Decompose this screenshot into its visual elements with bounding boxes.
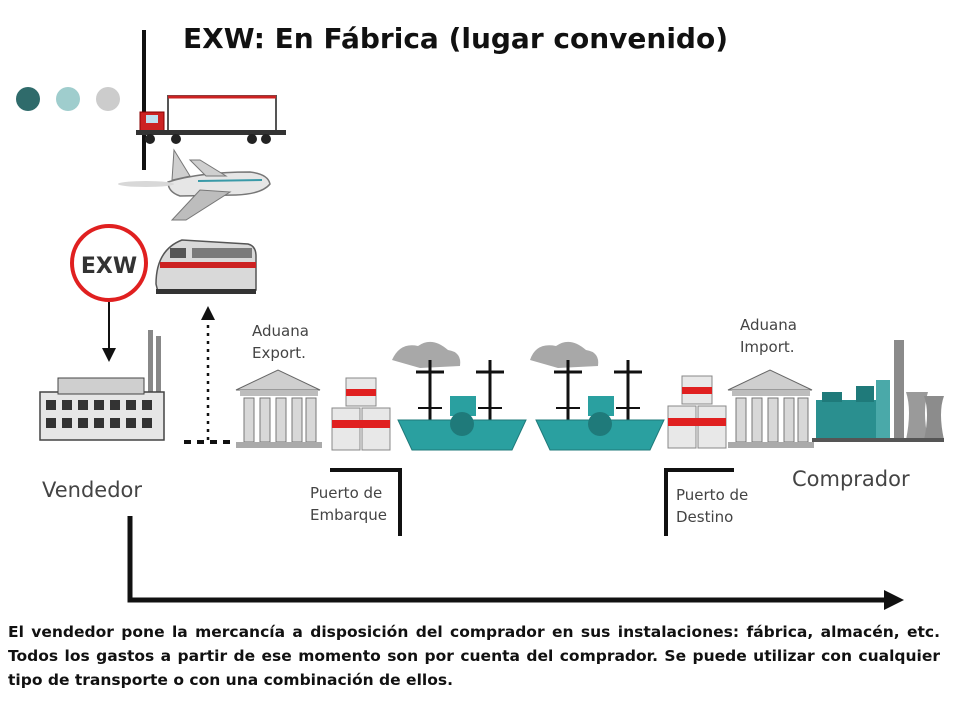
buyer-label: Comprador	[792, 467, 910, 491]
ship-icon-2	[530, 341, 665, 451]
page-title: EXW: En Fábrica (lugar convenido)	[183, 22, 729, 55]
export-customs-label: Aduana Export.	[252, 320, 309, 364]
ship-icon	[392, 341, 527, 451]
exw-badge: EXW	[70, 224, 148, 302]
truck-icon	[136, 95, 286, 144]
export-customs-building-icon	[235, 369, 322, 448]
buyer-plant-icon	[812, 340, 944, 442]
decor-dot-teal	[56, 87, 80, 111]
seller-label: Vendedor	[42, 478, 143, 502]
description-text: El vendedor pone la mercancía a disposic…	[8, 623, 940, 689]
seller-factory-icon	[39, 330, 165, 441]
port-loading-label-line1: Puerto de	[310, 484, 383, 502]
import-customs-building-icon	[727, 369, 814, 448]
decor-dot-dark	[16, 87, 40, 111]
cargo-boxes-destination-icon	[667, 375, 727, 449]
decor-dot-gray	[96, 87, 120, 111]
import-customs-label: Aduana Import.	[740, 314, 797, 358]
badge-arrow-head	[102, 348, 116, 362]
port-loading-label: Puerto de Embarque	[310, 482, 387, 526]
export-customs-label-line2: Export.	[252, 344, 306, 362]
airplane-icon	[118, 148, 271, 221]
port-destination-bracket	[664, 468, 734, 536]
port-loading-label-line2: Embarque	[310, 506, 387, 524]
dotted-arrow-head	[201, 306, 215, 320]
exw-badge-label: EXW	[81, 254, 137, 279]
port-destination-label-line1: Puerto de	[676, 486, 749, 504]
buyer-responsibility-arrow	[127, 516, 888, 603]
port-loading-bracket	[330, 468, 402, 536]
import-customs-label-line1: Aduana	[740, 316, 797, 334]
port-destination-label: Puerto de Destino	[676, 484, 748, 528]
cargo-boxes-loading-icon	[331, 377, 391, 451]
import-customs-label-line2: Import.	[740, 338, 795, 356]
train-icon	[155, 239, 257, 294]
port-destination-label-line2: Destino	[676, 508, 734, 526]
export-customs-label-line1: Aduana	[252, 322, 309, 340]
buyer-responsibility-arrow-head	[884, 590, 904, 610]
